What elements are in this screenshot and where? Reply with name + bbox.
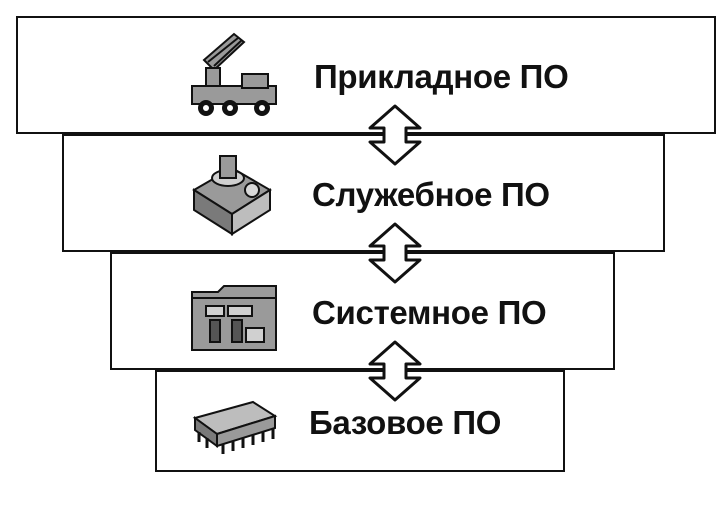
layer-utility: Служебное ПО — [62, 134, 665, 252]
chip-icon — [192, 400, 278, 454]
layer-base: Базовое ПО — [155, 370, 565, 472]
crane-truck-icon — [191, 32, 277, 116]
layer-label-utility: Служебное ПО — [312, 176, 550, 213]
double-arrow-icon — [368, 104, 422, 166]
double-arrow-icon — [368, 222, 422, 284]
layer-label-base: Базовое ПО — [309, 404, 502, 441]
layer-application: Прикладное ПО — [16, 16, 716, 134]
layer-label-system: Системное ПО — [312, 294, 547, 331]
double-arrow-icon — [368, 340, 422, 402]
utility-tools-icon — [192, 155, 272, 236]
system-folder-icon — [191, 285, 277, 351]
layer-system: Системное ПО — [110, 252, 615, 370]
layer-label-application: Прикладное ПО — [314, 58, 569, 95]
